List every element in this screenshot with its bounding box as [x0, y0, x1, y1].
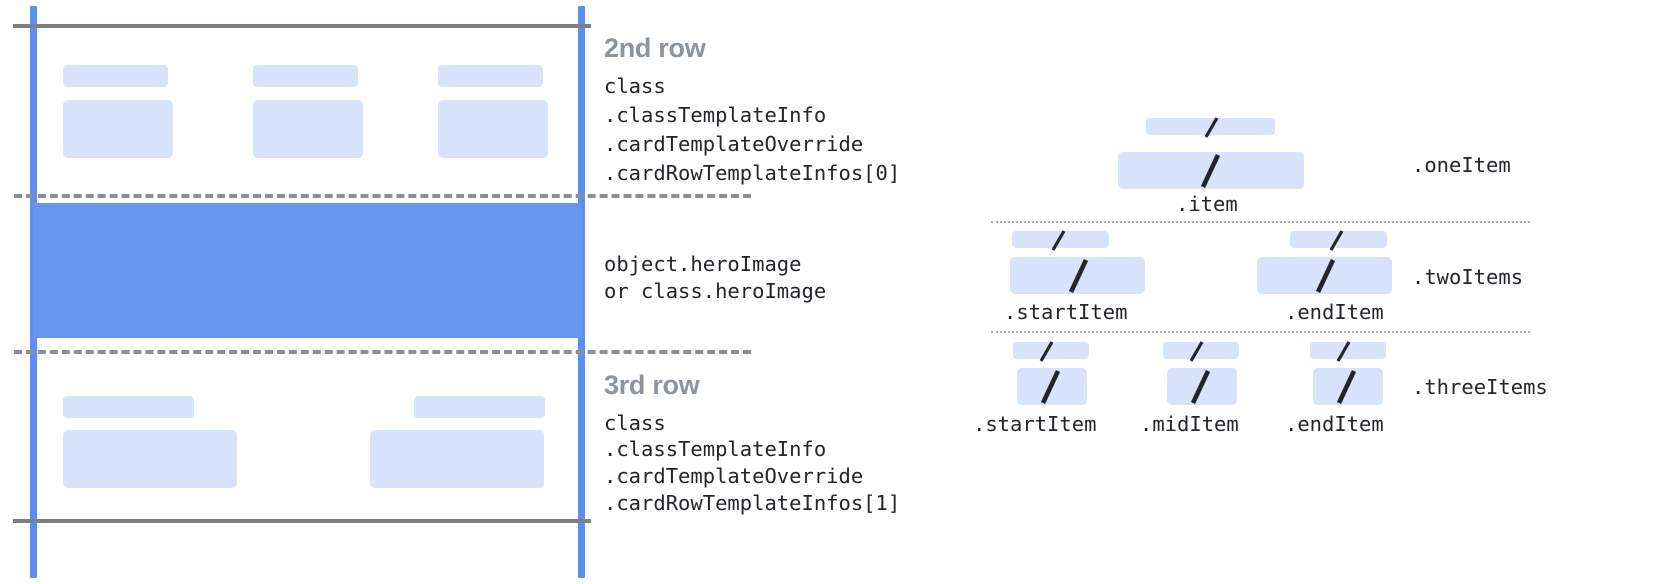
third-row-code-line-0: class: [604, 411, 666, 435]
row3-label-placeholder-2: [414, 396, 545, 418]
twoitems-start-item-label: .startItem: [1004, 300, 1128, 324]
twoitems-start-label-placeholder: [1012, 231, 1109, 248]
hero-code-line-1: or class.heroImage: [604, 279, 827, 303]
row2-label-placeholder-3: [438, 65, 543, 87]
twoitems-end-label-placeholder: [1290, 231, 1387, 248]
row2-label-placeholder-1: [63, 65, 168, 87]
hero-image-band: [33, 203, 582, 338]
third-row-code-line-2: .cardTemplateOverride: [604, 464, 864, 488]
second-row-code-line-3: .cardRowTemplateInfos[0]: [604, 161, 901, 185]
threeitems-start-item-label: .startItem: [973, 412, 1097, 436]
second-row-title: 2nd row: [604, 33, 706, 63]
row2-value-placeholder-1: [63, 100, 173, 158]
threeitems-start-value-placeholder: [1017, 368, 1087, 405]
layout-separator-1: [991, 221, 1530, 223]
row2-value-placeholder-2: [253, 100, 363, 158]
twoitems-layout-label: .twoItems: [1412, 265, 1524, 289]
third-row-title: 3rd row: [604, 370, 700, 400]
oneitem-item-label: .item: [1176, 192, 1238, 216]
card-top-rule: [13, 24, 591, 28]
second-row-code-line-0: class: [604, 74, 666, 98]
row3-value-placeholder-2: [370, 430, 544, 488]
card-bottom-rule: [13, 519, 591, 523]
threeitems-mid-item-label: .midItem: [1140, 412, 1239, 436]
third-row-code-line-1: .classTemplateInfo: [604, 437, 827, 461]
left-diagram: 2nd row class .classTemplateInfo .cardTe…: [13, 6, 901, 578]
row2-label-placeholder-2: [253, 65, 358, 87]
second-row-code-line-2: .cardTemplateOverride: [604, 132, 864, 156]
row2-value-placeholder-3: [438, 100, 548, 158]
row3-value-placeholder-1: [63, 430, 237, 488]
threeitems-end-value-placeholder: [1313, 368, 1383, 405]
oneitem-layout-label: .oneItem: [1412, 153, 1511, 177]
second-row-code-line-1: .classTemplateInfo: [604, 103, 827, 127]
threeitems-layout-label: .threeItems: [1412, 375, 1548, 399]
twoitems-start-value-placeholder: [1010, 257, 1145, 294]
hero-code-line-0: object.heroImage: [604, 252, 802, 276]
row-separator-top: [14, 194, 751, 198]
row-separator-bottom: [14, 350, 751, 354]
twoitems-end-value-placeholder: [1257, 257, 1392, 294]
threeitems-end-label-placeholder: [1310, 342, 1386, 359]
threeitems-mid-label-placeholder: [1163, 342, 1239, 359]
third-row-code-line-3: .cardRowTemplateInfos[1]: [604, 491, 901, 515]
layout-separator-2: [991, 331, 1530, 333]
twoitems-end-item-label: .endItem: [1285, 300, 1384, 324]
threeitems-mid-value-placeholder: [1167, 368, 1237, 405]
row3-label-placeholder-1: [63, 396, 194, 418]
threeitems-start-label-placeholder: [1013, 342, 1089, 359]
threeitems-end-item-label: .endItem: [1285, 412, 1384, 436]
oneitem-value-placeholder: [1118, 152, 1304, 189]
oneitem-label-placeholder: [1146, 118, 1275, 135]
